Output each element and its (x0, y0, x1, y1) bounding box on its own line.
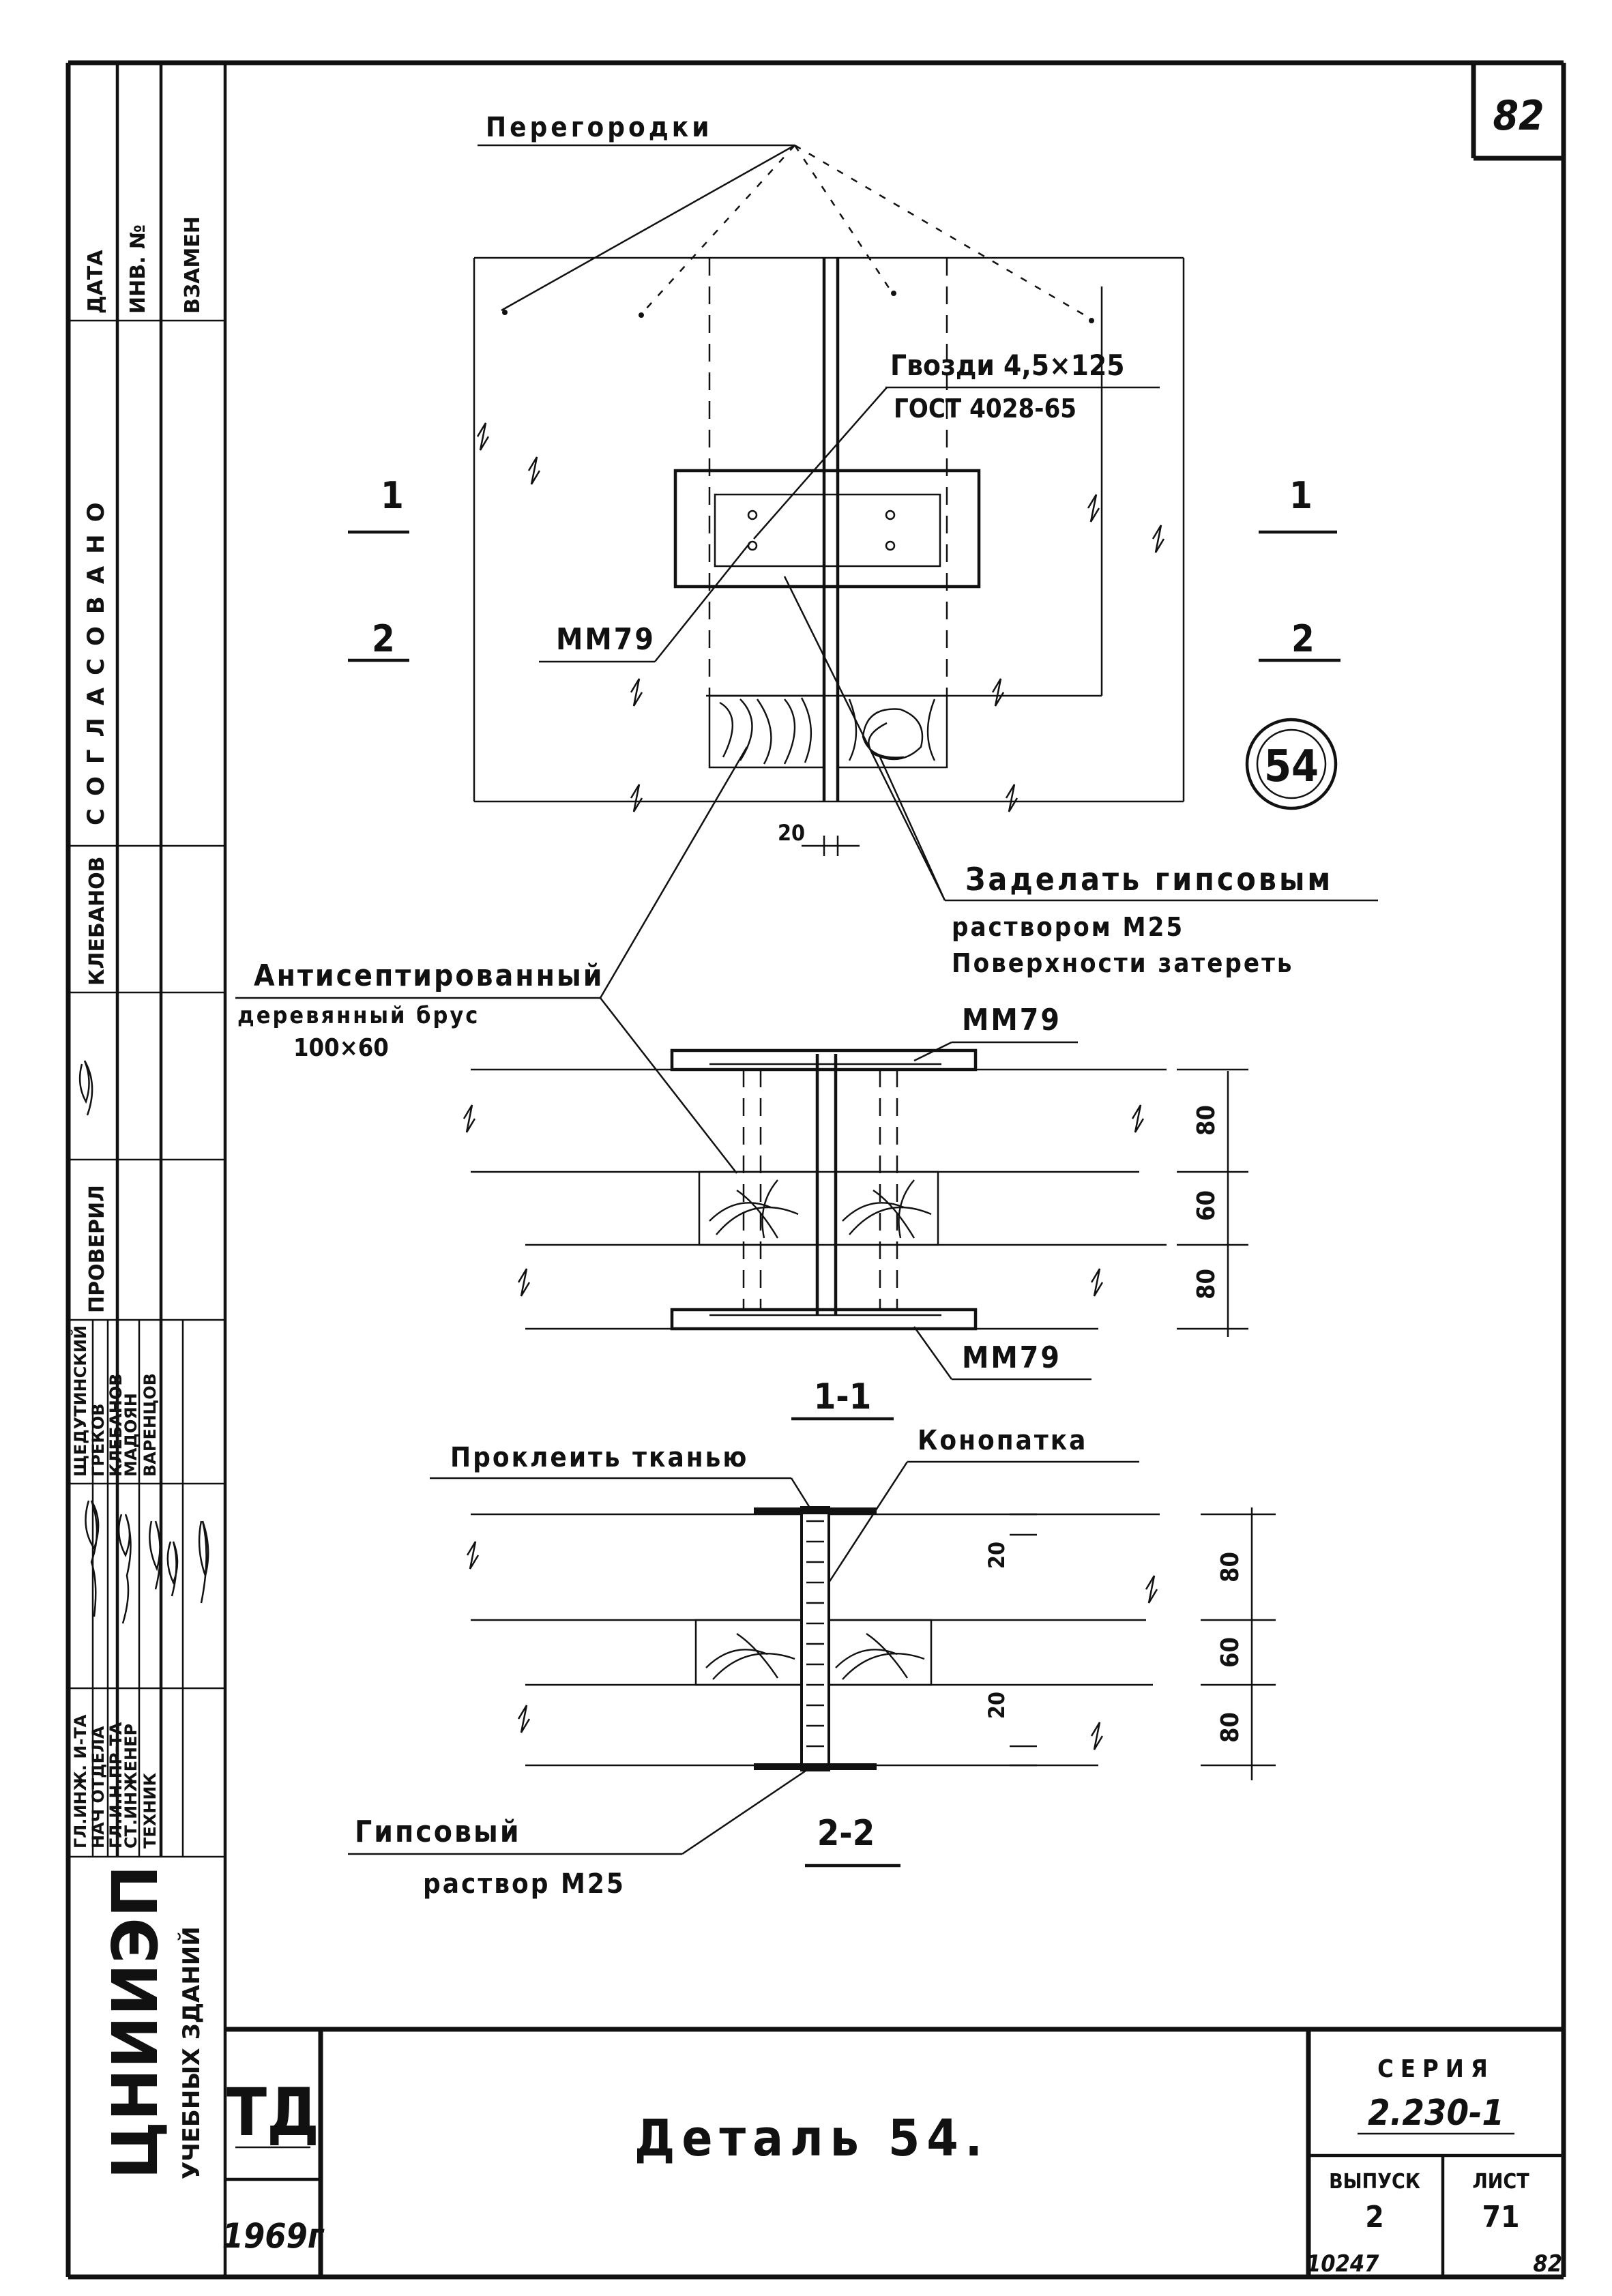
mortar-label-2: раствор М25 (423, 1868, 626, 1900)
issue-value: 2 (1365, 2200, 1384, 2235)
signatures (78, 1060, 209, 1624)
nails-label: Гвозди 4,5×125 (890, 349, 1125, 382)
staff-name-5: ВАРЕНЦОВ (141, 1373, 160, 1477)
section-2-mark-left: 2 (372, 617, 395, 660)
tape-label: Проклеить тканью (450, 1442, 748, 1473)
detail-bubble (1245, 718, 1338, 810)
stamp-year: 1969г (222, 2216, 325, 2256)
fill-label-2: раствором М25 (952, 912, 1184, 942)
detail-bubble-number: 54 (1264, 741, 1319, 792)
partitions-label: Перегородки (486, 112, 712, 143)
s22-gap-dim-1: 20 (984, 1542, 1010, 1569)
plan-view: Перегородки Гвозди 4,5×125 ГОСТ 4028-65 … (348, 112, 1378, 978)
sheet-value: 71 (1482, 2200, 1519, 2235)
staff-title-4: СТ.ИНЖЕНЕР (121, 1724, 141, 1849)
caulk-label: Конопатка (918, 1425, 1087, 1456)
margin-role-1: КЛЕБАНОВ (85, 857, 109, 986)
issue-label: ВЫПУСК (1329, 2170, 1420, 2194)
s22-dim-1: 80 (1216, 1552, 1244, 1583)
staff-title-5: ТЕХНИК (141, 1773, 160, 1849)
stamp-org: ТД (226, 2074, 319, 2151)
sheet-label: ЛИСТ (1472, 2170, 1529, 2194)
section-1-mark-right: 1 (1289, 474, 1313, 517)
section-1-1-title: 1-1 (814, 1377, 872, 1417)
s22-dim-2: 60 (1216, 1637, 1244, 1668)
s22-dim-3: 80 (1216, 1712, 1244, 1743)
bottom-page-number: 82 (1533, 2250, 1562, 2278)
section-2-2: Проклеить тканью Конопатка 20 20 (348, 1425, 1276, 1900)
staff-name-3: КЛЕБАНОВ (106, 1373, 126, 1477)
margin-inv-label: ИНВ. № (126, 224, 150, 314)
section-1-1: Антисептированный деревянный брус 100×60 (235, 746, 1248, 1421)
margin-date-label: ДАТА (84, 250, 108, 314)
staff-title-2: НАЧ ОТДЕЛА (89, 1726, 108, 1849)
s11-dim-1: 80 (1192, 1105, 1220, 1136)
staff-name-2: ГРЕКОВ (89, 1403, 108, 1477)
fill-label-3: Поверхности затереть (952, 948, 1294, 978)
staff-title-3: ГЛ.И.Н.ПР-ТА (106, 1722, 126, 1849)
title-block: ТД 1969г Деталь 54. СЕРИЯ 2.230-1 ВЫПУСК… (222, 2055, 1562, 2278)
mortar-label-1: Гипсовый (355, 1814, 521, 1849)
sheet-frame (65, 60, 1566, 2280)
section-2-2-title: 2-2 (817, 1813, 875, 1854)
margin-role-2: ПРОВЕРИЛ (85, 1185, 109, 1313)
fill-label-1: Заделать гипсовым (965, 861, 1333, 898)
page-number: 82 (1493, 92, 1544, 140)
staff-title-1: ГЛ.ИНЖ. И-ТА (71, 1714, 90, 1849)
s11-dim-3: 80 (1192, 1269, 1220, 1299)
drawing-title: Деталь 54. (634, 2109, 989, 2168)
plan-gap-dim: 20 (778, 820, 805, 846)
plan-plate-label: ММ79 (556, 622, 656, 657)
section-1-mark-left: 1 (381, 474, 404, 517)
beam-label-1: Антисептированный (254, 958, 604, 993)
margin-block: ДАТА ИНВ. № ВЗАМЕН СОГЛАСОВАНО КЛЕБАНОВ … (70, 216, 209, 2179)
s11-plate-bottom: ММ79 (962, 1340, 1061, 1375)
series-label: СЕРИЯ (1377, 2055, 1495, 2083)
series-value: 2.230-1 (1368, 2093, 1504, 2134)
nails-standard: ГОСТ 4028-65 (894, 394, 1076, 424)
s11-dim-2: 60 (1192, 1190, 1220, 1221)
s11-plate-top: ММ79 (962, 1003, 1061, 1037)
archive-number: 10247 (1306, 2250, 1379, 2278)
beam-label-2: деревянный брус (237, 1002, 480, 1029)
staff-name-4: МАДОЯН (121, 1393, 141, 1477)
institute-subtitle: УЧЕБНЫХ ЗДАНИЙ (177, 1926, 205, 2179)
staff-name-1: ЩЕДУТИНСКИЙ (70, 1325, 90, 1477)
institute-name: ЦНИИЭП (99, 1865, 172, 2179)
section-2-mark-right: 2 (1291, 617, 1315, 660)
beam-size: 100×60 (293, 1034, 389, 1062)
s22-gap-dim-2: 20 (984, 1692, 1010, 1719)
margin-agreed-label: СОГЛАСОВАНО (83, 490, 110, 825)
margin-replaced-label: ВЗАМЕН (181, 216, 205, 314)
